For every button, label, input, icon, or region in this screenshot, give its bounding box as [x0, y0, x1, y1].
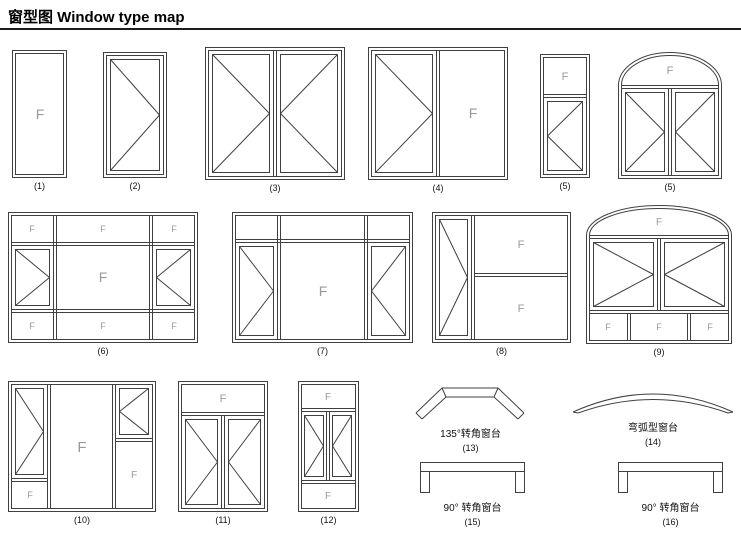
fixed-pane-label: F	[707, 322, 713, 332]
fixed-pane-label: F	[29, 321, 35, 331]
fixed-pane-label: F	[562, 71, 569, 83]
fixed-pane-label: F	[605, 322, 611, 332]
window-type-7: F (7)	[232, 212, 413, 356]
window-9-drawing: F F F F	[586, 205, 732, 344]
page-title: 窗型图 Window type map	[8, 9, 185, 26]
fixed-pane-label: F	[29, 224, 35, 234]
window-type-9: F F F F (9)	[586, 205, 732, 357]
sill-caption: (15)	[464, 517, 481, 527]
window-caption: (9)	[653, 347, 665, 357]
sill-caption: (14)	[644, 437, 661, 447]
window-type-3: (3)	[205, 47, 345, 193]
window-type-8: F F (8)	[432, 212, 571, 356]
window-type-5: F (5)	[540, 54, 590, 191]
window-type-11: F (11)	[178, 381, 268, 525]
sill-135-drawing	[415, 387, 525, 420]
sill-name: 135°转角窗台	[440, 429, 501, 440]
sill-90-corner-b: 90° 转角窗台 (16)	[618, 462, 723, 527]
sill-135-corner: 135°转角窗台 (13)	[408, 383, 533, 453]
fixed-pane-label: F	[220, 393, 227, 405]
fixed-pane-label: F	[27, 490, 33, 500]
fixed-pane-label: F	[100, 224, 106, 234]
window-1-drawing: F	[12, 50, 67, 178]
fixed-pane-label: F	[518, 303, 525, 315]
fixed-pane-label: F	[171, 321, 177, 331]
window-caption: (3)	[269, 183, 281, 193]
fixed-pane-label: F	[325, 392, 331, 403]
fixed-pane-label: F	[99, 269, 108, 285]
window-5-arched-drawing: F	[618, 52, 722, 179]
fixed-pane-label: F	[131, 470, 137, 481]
fixed-pane-label: F	[518, 239, 525, 251]
window-2-drawing	[103, 52, 167, 178]
sill-90-drawing	[420, 462, 525, 493]
fixed-pane-label: F	[100, 321, 106, 331]
window-type-10: F F F (10)	[8, 381, 156, 525]
fixed-pane-label: F	[656, 217, 662, 228]
window-12-drawing: F F	[298, 381, 359, 512]
sill-caption: (16)	[662, 517, 679, 527]
window-4-drawing: F	[368, 47, 508, 180]
title-divider	[0, 28, 741, 30]
window-type-1: F (1)	[12, 50, 67, 191]
sill-caption: (13)	[462, 443, 479, 453]
window-caption: (1)	[34, 181, 45, 191]
window-3-drawing	[205, 47, 345, 180]
window-caption: (8)	[496, 346, 507, 356]
fixed-pane-label: F	[667, 65, 674, 77]
fixed-pane-label: F	[469, 105, 478, 121]
sill-name: 弯弧型窗台	[628, 423, 678, 434]
window-caption: (10)	[73, 515, 90, 525]
window-type-6: F F F F F F F (6)	[8, 212, 198, 356]
window-7-drawing: F	[232, 212, 413, 343]
window-10-drawing: F F F	[8, 381, 156, 512]
window-caption: (11)	[215, 515, 231, 525]
sill-curved-drawing	[572, 393, 734, 414]
fixed-pane-label: F	[171, 224, 177, 234]
fixed-pane-label: F	[325, 491, 331, 502]
fixed-pane-label: F	[656, 322, 662, 332]
sill-name: 90° 转角窗台	[443, 503, 502, 514]
window-11-drawing: F	[178, 381, 268, 512]
window-caption: (4)	[432, 183, 444, 193]
fixed-pane-label: F	[319, 283, 328, 299]
sill-name: 90° 转角窗台	[641, 503, 700, 514]
window-6-drawing: F F F F F F F	[8, 212, 198, 343]
fixed-pane-label: F	[77, 439, 86, 456]
window-type-2: (2)	[103, 52, 167, 191]
window-type-4: F (4)	[368, 47, 508, 193]
sill-90-drawing	[618, 462, 723, 493]
window-caption: (6)	[97, 346, 109, 356]
window-caption: (5)	[559, 181, 571, 191]
window-5-drawing: F	[540, 54, 590, 178]
fixed-pane-label: F	[36, 106, 45, 122]
sill-90-corner-a: 90° 转角窗台 (15)	[420, 462, 525, 527]
window-caption: (5)	[664, 182, 676, 192]
window-8-drawing: F F	[432, 212, 571, 343]
window-caption: (7)	[317, 346, 328, 356]
window-caption: (12)	[320, 515, 337, 525]
sill-curved: 弯弧型窗台 (14)	[572, 385, 734, 447]
window-type-5-arched: F (5)	[618, 52, 722, 192]
window-type-12: F F (12)	[298, 381, 359, 525]
window-caption: (2)	[129, 181, 141, 191]
